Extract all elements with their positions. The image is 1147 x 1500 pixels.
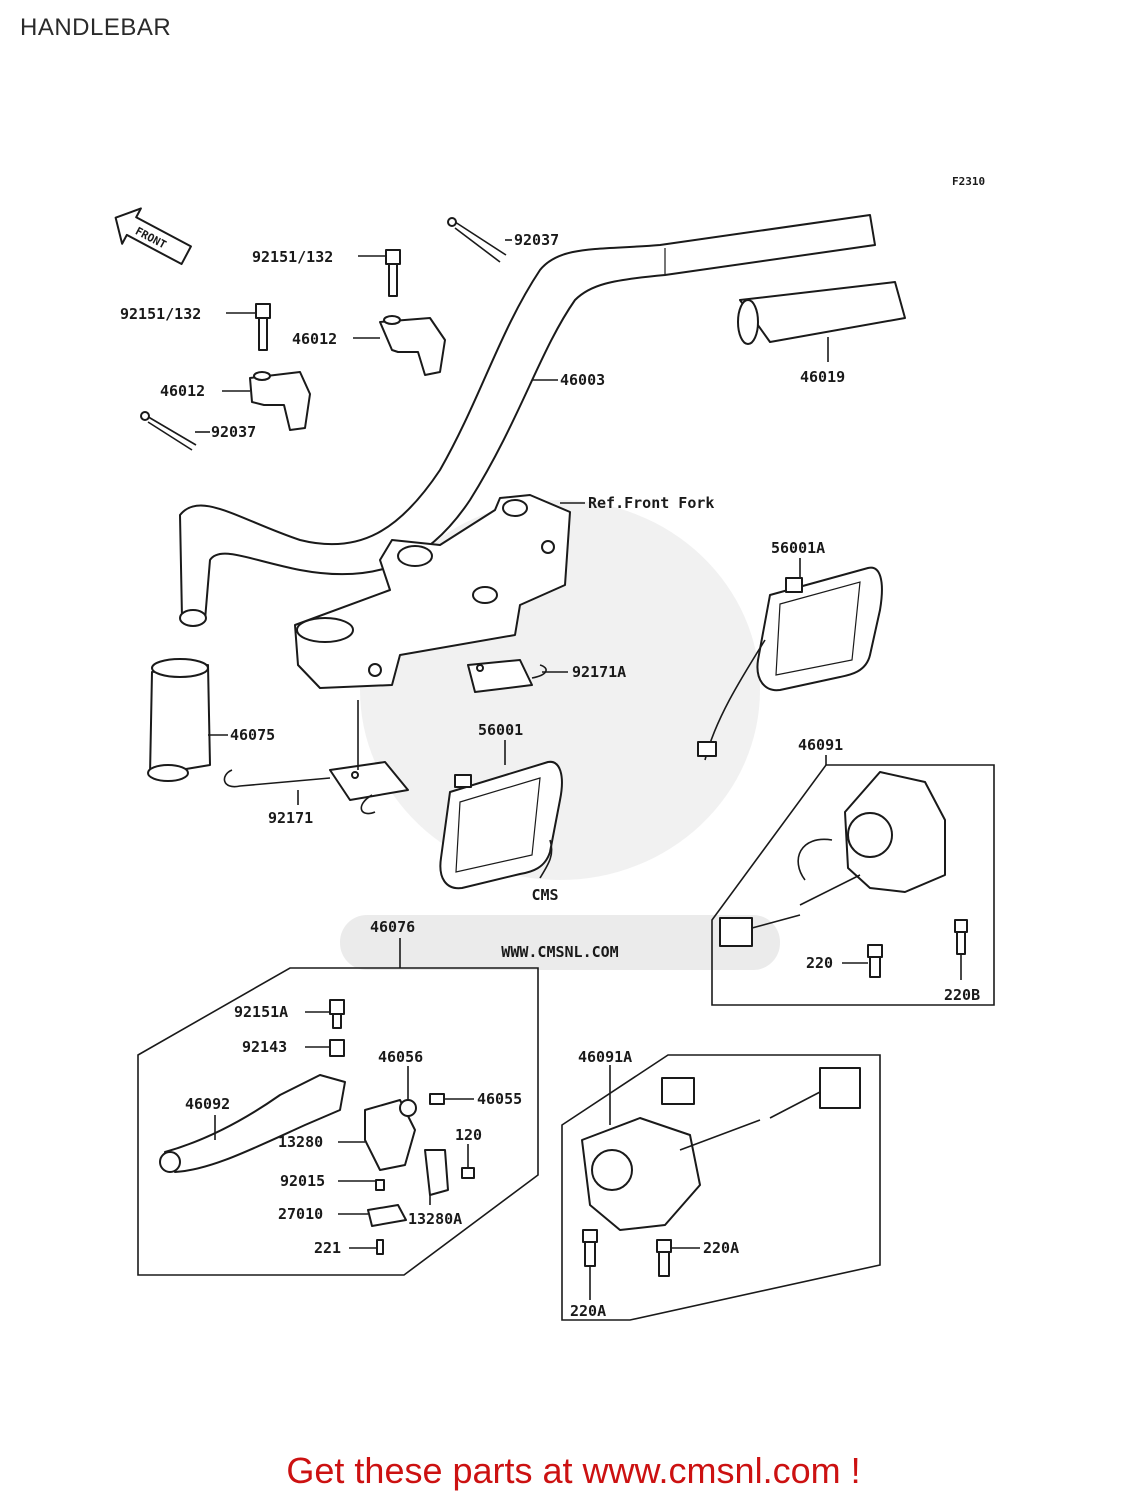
grip-46019 bbox=[737, 281, 906, 362]
label-46076: 46076 bbox=[370, 918, 415, 936]
watermark-url: WWW.CMSNL.COM bbox=[501, 943, 618, 961]
label-92171A: 92171A bbox=[572, 663, 626, 681]
label-46003: 46003 bbox=[560, 371, 605, 389]
label-46012-top: 46012 bbox=[292, 330, 337, 348]
label-46055: 46055 bbox=[477, 1090, 522, 1108]
mirror-56001 bbox=[439, 760, 563, 890]
clamp-46012-left bbox=[249, 371, 311, 431]
label-92143: 92143 bbox=[242, 1038, 287, 1056]
label-92151-left: 92151/132 bbox=[120, 305, 201, 323]
lever-assembly-46076 bbox=[137, 967, 539, 1276]
clip-92171 bbox=[223, 761, 409, 815]
label-92151-top: 92151/132 bbox=[252, 248, 333, 266]
label-27010: 27010 bbox=[278, 1205, 323, 1223]
label-46056: 46056 bbox=[378, 1048, 423, 1066]
label-46075: 46075 bbox=[230, 726, 275, 744]
label-92037-left: 92037 bbox=[211, 423, 256, 441]
label-220A-bottom: 220A bbox=[570, 1302, 606, 1320]
label-220A-right: 220A bbox=[703, 1239, 739, 1257]
watermark-brand: CMS bbox=[531, 886, 558, 904]
page-title: HANDLEBAR bbox=[20, 14, 172, 41]
label-92171: 92171 bbox=[268, 809, 313, 827]
label-92151A: 92151A bbox=[234, 1003, 288, 1021]
label-221: 221 bbox=[314, 1239, 341, 1257]
clip-92037-top bbox=[447, 217, 507, 263]
label-46091A: 46091A bbox=[578, 1048, 632, 1066]
label-56001: 56001 bbox=[478, 721, 523, 739]
bolt-92151-left bbox=[255, 303, 271, 351]
handlebar-46003 bbox=[179, 214, 876, 627]
clip-92037-left bbox=[140, 411, 197, 451]
label-220B: 220B bbox=[944, 986, 980, 1004]
footer-link[interactable]: Get these parts at www.cmsnl.com ! bbox=[286, 1450, 861, 1491]
leader-lines bbox=[195, 239, 962, 1300]
label-46091: 46091 bbox=[798, 736, 843, 754]
front-arrow-icon: FRONT bbox=[114, 207, 192, 266]
figure-code: F2310 bbox=[952, 175, 985, 188]
label-46019: 46019 bbox=[800, 368, 845, 386]
mirror-56001A bbox=[697, 566, 883, 761]
label-46012-left: 46012 bbox=[160, 382, 205, 400]
top-bracket bbox=[294, 494, 571, 689]
clip-92171A bbox=[467, 659, 547, 693]
callout-labels: 92037 92151/132 46012 92151/132 46012 92… bbox=[120, 231, 980, 1320]
switch-46091A bbox=[561, 1054, 881, 1321]
label-ref-front-fork: Ref.Front Fork bbox=[588, 494, 714, 512]
label-120: 120 bbox=[455, 1126, 482, 1144]
label-13280A: 13280A bbox=[408, 1210, 462, 1228]
grip-46075 bbox=[147, 658, 228, 782]
bolt-92151-top bbox=[385, 249, 401, 297]
label-92037-top: 92037 bbox=[514, 231, 559, 249]
label-46092: 46092 bbox=[185, 1095, 230, 1113]
label-56001A: 56001A bbox=[771, 539, 825, 557]
label-92015: 92015 bbox=[280, 1172, 325, 1190]
switch-46091 bbox=[711, 764, 995, 1006]
clamp-46012-top bbox=[379, 315, 446, 376]
label-13280: 13280 bbox=[278, 1133, 323, 1151]
label-220: 220 bbox=[806, 954, 833, 972]
